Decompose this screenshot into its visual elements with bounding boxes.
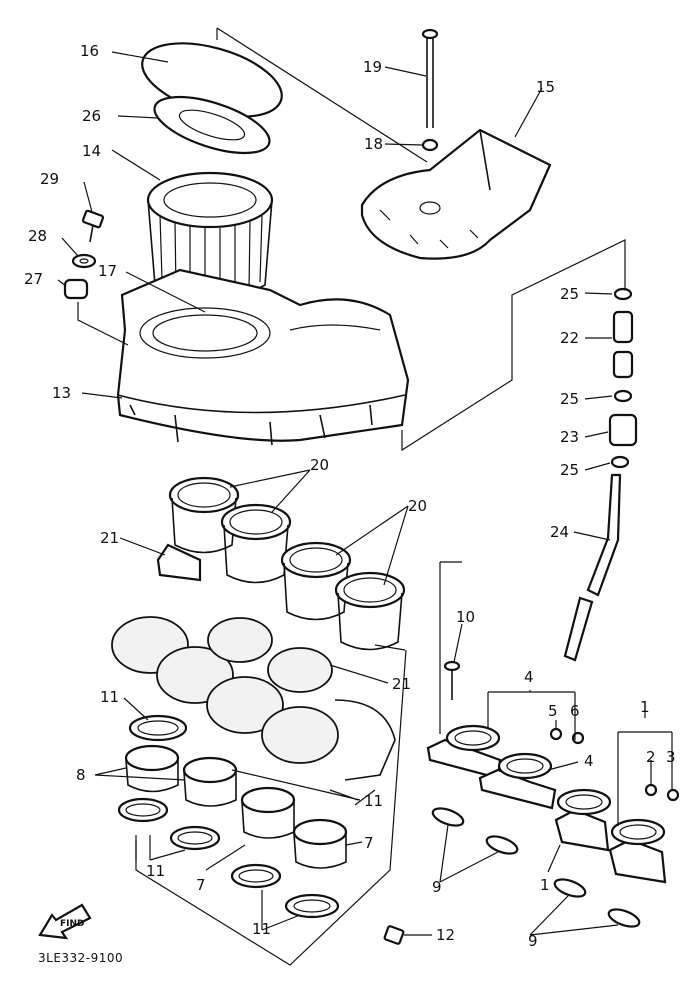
callout-20-top: 20	[310, 456, 329, 474]
plug-5	[549, 727, 563, 741]
callout-11-top: 11	[100, 688, 119, 706]
callout-19: 19	[363, 58, 382, 76]
breather-hose-24	[563, 473, 622, 662]
callout-3: 3	[666, 748, 676, 766]
callout-21-left: 21	[100, 529, 119, 547]
hose-22	[612, 310, 634, 379]
callout-7-left: 7	[196, 876, 206, 894]
clamp-11-top	[128, 714, 188, 742]
callout-9-left: 9	[432, 878, 442, 896]
callout-25-top: 25	[560, 285, 579, 303]
callout-5: 5	[548, 702, 558, 720]
clamp-11-left-a	[117, 797, 169, 823]
callout-22: 22	[560, 329, 579, 347]
callout-14: 14	[82, 142, 101, 160]
gasket-9-a	[431, 807, 519, 855]
plug-2	[644, 783, 658, 797]
callout-8: 8	[76, 766, 86, 784]
joint-clamp-plate-21	[156, 543, 202, 582]
intake-manifold-1-a	[554, 788, 612, 852]
callout-4-top: 4	[524, 668, 534, 686]
callout-1-top: 1	[640, 698, 650, 716]
callout-6: 6	[570, 702, 580, 720]
long-bolt-19	[421, 28, 439, 128]
clip-25-low	[610, 455, 630, 469]
carburetor-joint-7-b	[292, 818, 348, 869]
clamp-11-bottom-a	[230, 863, 282, 889]
callout-18: 18	[364, 135, 383, 153]
carburetor-assembly	[111, 616, 396, 781]
callout-26: 26	[82, 107, 101, 125]
diagram-code: 3LE332-9100	[38, 951, 123, 965]
callout-11-bottom: 11	[252, 920, 271, 938]
air-joint-20-a	[168, 476, 240, 554]
air-filter-case-13	[116, 268, 410, 446]
callouts: 16 26 14 29 28 27 17 13 19 18 15 25 22 2…	[24, 42, 676, 950]
callout-16: 16	[80, 42, 99, 60]
bolt-29	[81, 209, 105, 243]
callout-23: 23	[560, 428, 579, 446]
clip-25-mid	[613, 389, 633, 403]
callout-15: 15	[536, 78, 555, 96]
callout-7-right: 7	[364, 834, 374, 852]
grommet-27	[63, 278, 89, 300]
callout-9-right: 9	[528, 932, 538, 950]
fitting-23	[608, 413, 638, 447]
screw-3	[666, 788, 680, 802]
clamp-11-bottom-b	[284, 893, 340, 919]
callout-1-low: 1	[540, 876, 550, 894]
gasket-9-b	[553, 878, 641, 928]
callout-28: 28	[28, 227, 47, 245]
washer-28	[71, 253, 97, 269]
callout-10: 10	[456, 608, 475, 626]
callout-21-right: 21	[392, 675, 411, 693]
filter-cover-plate-26	[153, 95, 271, 155]
callout-11-right: 11	[364, 792, 383, 810]
washer-18	[421, 138, 439, 152]
callout-4-side: 4	[584, 752, 594, 770]
callout-27: 27	[24, 270, 43, 288]
find-label: FIND	[60, 919, 85, 929]
intake-manifold-1-b	[608, 818, 667, 884]
find-arrow-icon: FIND	[38, 903, 92, 940]
callout-25-mid: 25	[560, 390, 579, 408]
intake-manifold-4-b	[478, 752, 557, 810]
air-duct-15	[360, 128, 552, 260]
clamp-11-left-b	[169, 825, 221, 851]
carburetor-joint-8-b	[182, 756, 238, 807]
screw-10	[443, 660, 461, 700]
callout-24: 24	[550, 523, 569, 541]
callout-29: 29	[40, 170, 59, 188]
carburetor-joint-7-a	[240, 786, 296, 839]
intake-manifold-4-a	[426, 724, 502, 780]
clip-25-top	[613, 287, 633, 301]
leader-lines	[57, 51, 673, 936]
air-joint-20-c	[280, 541, 352, 621]
cap-12	[383, 925, 405, 945]
air-joint-20-d	[334, 571, 406, 651]
carburetor-joint-8-a	[124, 744, 180, 793]
callout-2: 2	[646, 748, 656, 766]
callout-12: 12	[436, 926, 455, 944]
callout-17: 17	[98, 262, 117, 280]
callout-20-right: 20	[408, 497, 427, 515]
callout-25-low: 25	[560, 461, 579, 479]
callout-13: 13	[52, 384, 71, 402]
callout-11-left: 11	[146, 862, 165, 880]
assembly-frame-lines	[77, 27, 626, 966]
